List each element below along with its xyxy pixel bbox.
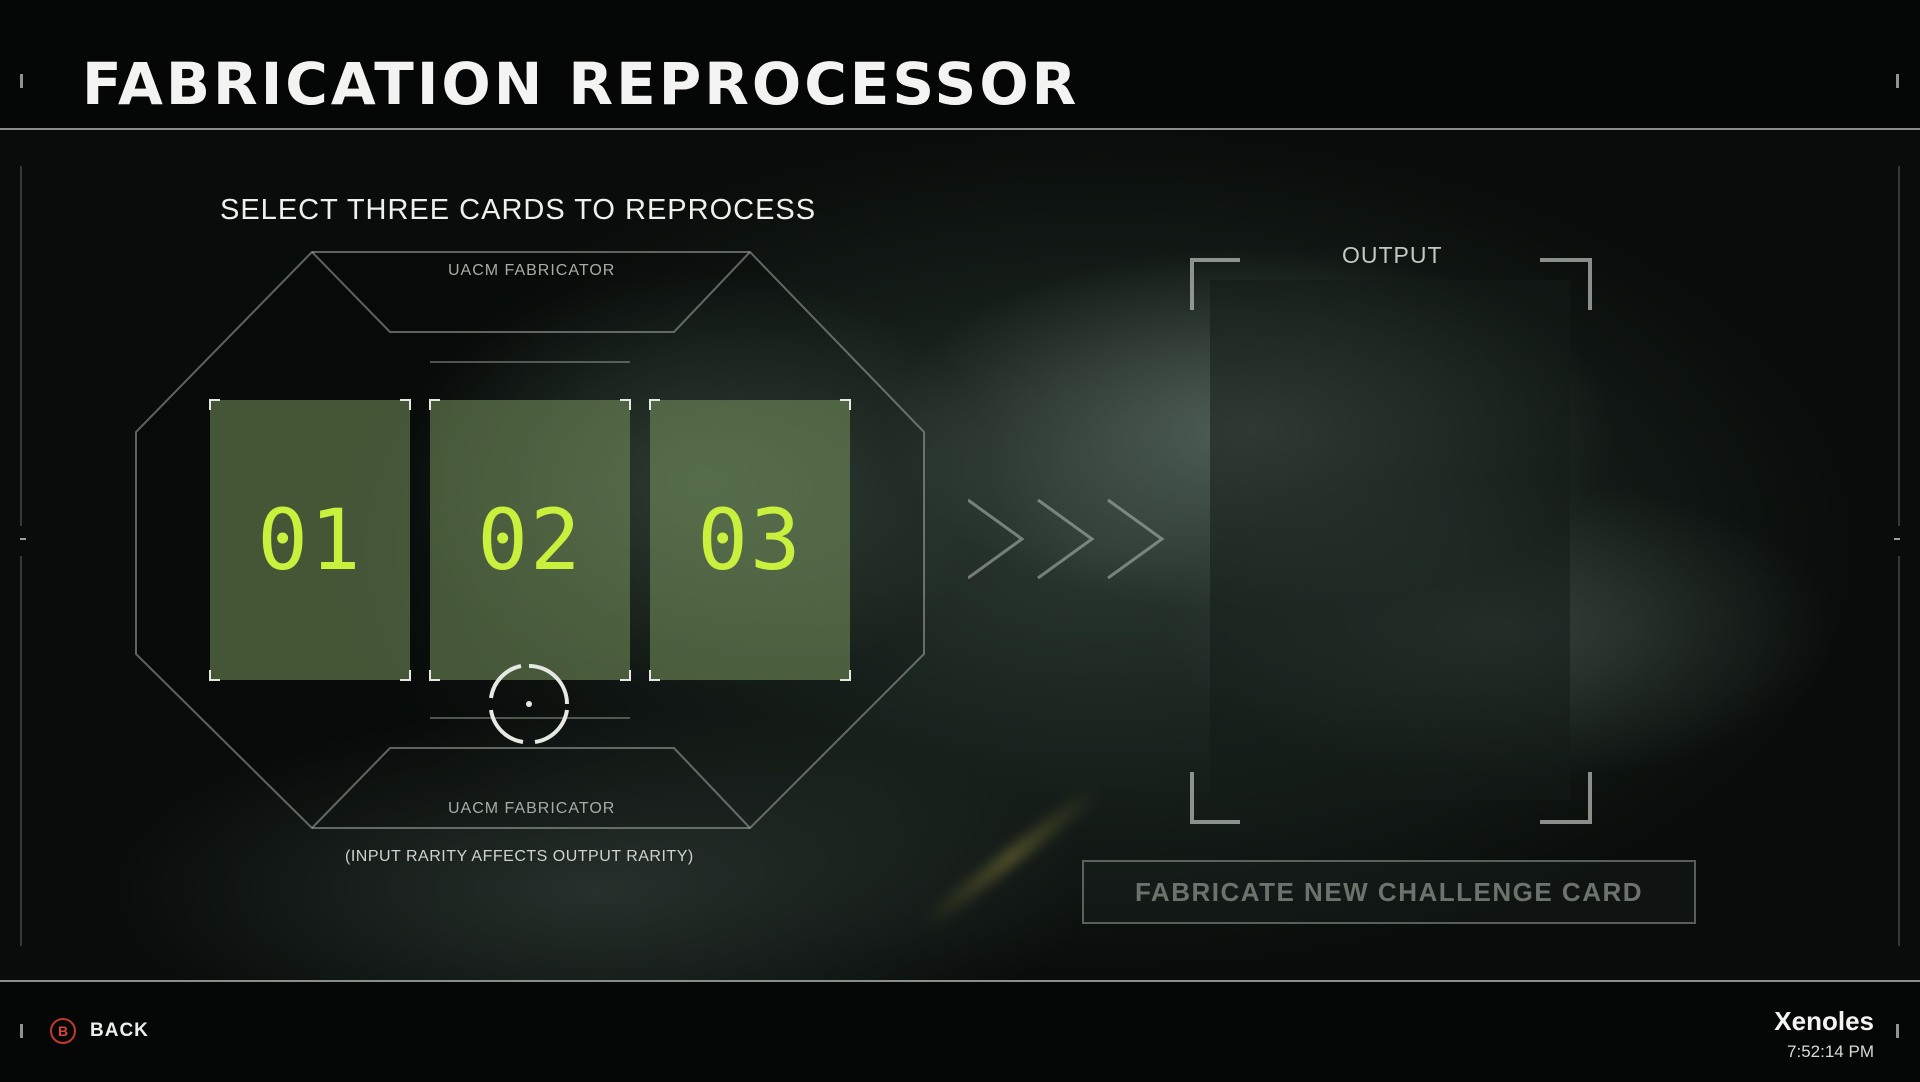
corner-marker bbox=[209, 399, 220, 410]
back-button[interactable]: B BACK bbox=[50, 1018, 149, 1044]
back-label: BACK bbox=[90, 1020, 149, 1041]
output-frame-brackets bbox=[1190, 258, 1592, 824]
edge-tick bbox=[20, 74, 23, 88]
chevron-right-arrows-icon bbox=[968, 498, 1165, 580]
card-slot-01[interactable]: 01 bbox=[209, 399, 411, 681]
card-slot-02[interactable]: 02 bbox=[429, 399, 631, 681]
frame-line-right-top bbox=[1898, 166, 1900, 526]
card-slot-number: 01 bbox=[257, 491, 363, 589]
corner-marker bbox=[649, 670, 660, 681]
fabricator-bottom-label: UACM FABRICATOR bbox=[448, 800, 616, 817]
corner-marker bbox=[649, 399, 660, 410]
corner-marker bbox=[209, 670, 220, 681]
frame-line-right-bottom bbox=[1898, 556, 1900, 946]
fabricate-button[interactable]: FABRICATE NEW CHALLENGE CARD bbox=[1082, 860, 1696, 924]
corner-marker bbox=[620, 399, 631, 410]
corner-marker bbox=[840, 670, 851, 681]
header-bar: FABRICATION REPROCESSOR bbox=[0, 0, 1920, 130]
edge-tick bbox=[1896, 74, 1899, 88]
corner-marker bbox=[400, 670, 411, 681]
output-label: OUTPUT bbox=[1342, 242, 1443, 268]
edge-tick bbox=[20, 1024, 23, 1038]
corner-marker bbox=[429, 670, 440, 681]
corner-marker bbox=[840, 399, 851, 410]
corner-marker bbox=[429, 399, 440, 410]
edge-tick bbox=[1896, 1024, 1899, 1038]
frame-line-left-bottom bbox=[20, 556, 22, 946]
fabricator-top-label: UACM FABRICATOR bbox=[448, 262, 616, 279]
rarity-note: (INPUT RARITY AFFECTS OUTPUT RARITY) bbox=[345, 848, 694, 865]
card-slot-03[interactable]: 03 bbox=[649, 399, 851, 681]
corner-marker bbox=[620, 670, 631, 681]
clock-time: 7:52:14 PM bbox=[1787, 1042, 1874, 1061]
b-button-icon: B bbox=[50, 1018, 76, 1044]
card-slot-number: 02 bbox=[477, 491, 583, 589]
corner-marker bbox=[400, 399, 411, 410]
frame-tick-right bbox=[1894, 538, 1900, 540]
frame-tick-left bbox=[20, 538, 26, 540]
frame-line-left-top bbox=[20, 166, 22, 526]
background-streak bbox=[918, 783, 1102, 933]
username: Xenoles bbox=[1774, 1006, 1874, 1036]
cursor-reticle-icon bbox=[489, 664, 569, 744]
card-slot-number: 03 bbox=[697, 491, 803, 589]
output-card-slot bbox=[1210, 280, 1570, 800]
instruction-text: SELECT THREE CARDS TO REPROCESS bbox=[220, 194, 817, 226]
page-title: FABRICATION REPROCESSOR bbox=[82, 50, 1080, 118]
footer-bar: B BACK Xenoles 7:52:14 PM bbox=[0, 980, 1920, 1082]
